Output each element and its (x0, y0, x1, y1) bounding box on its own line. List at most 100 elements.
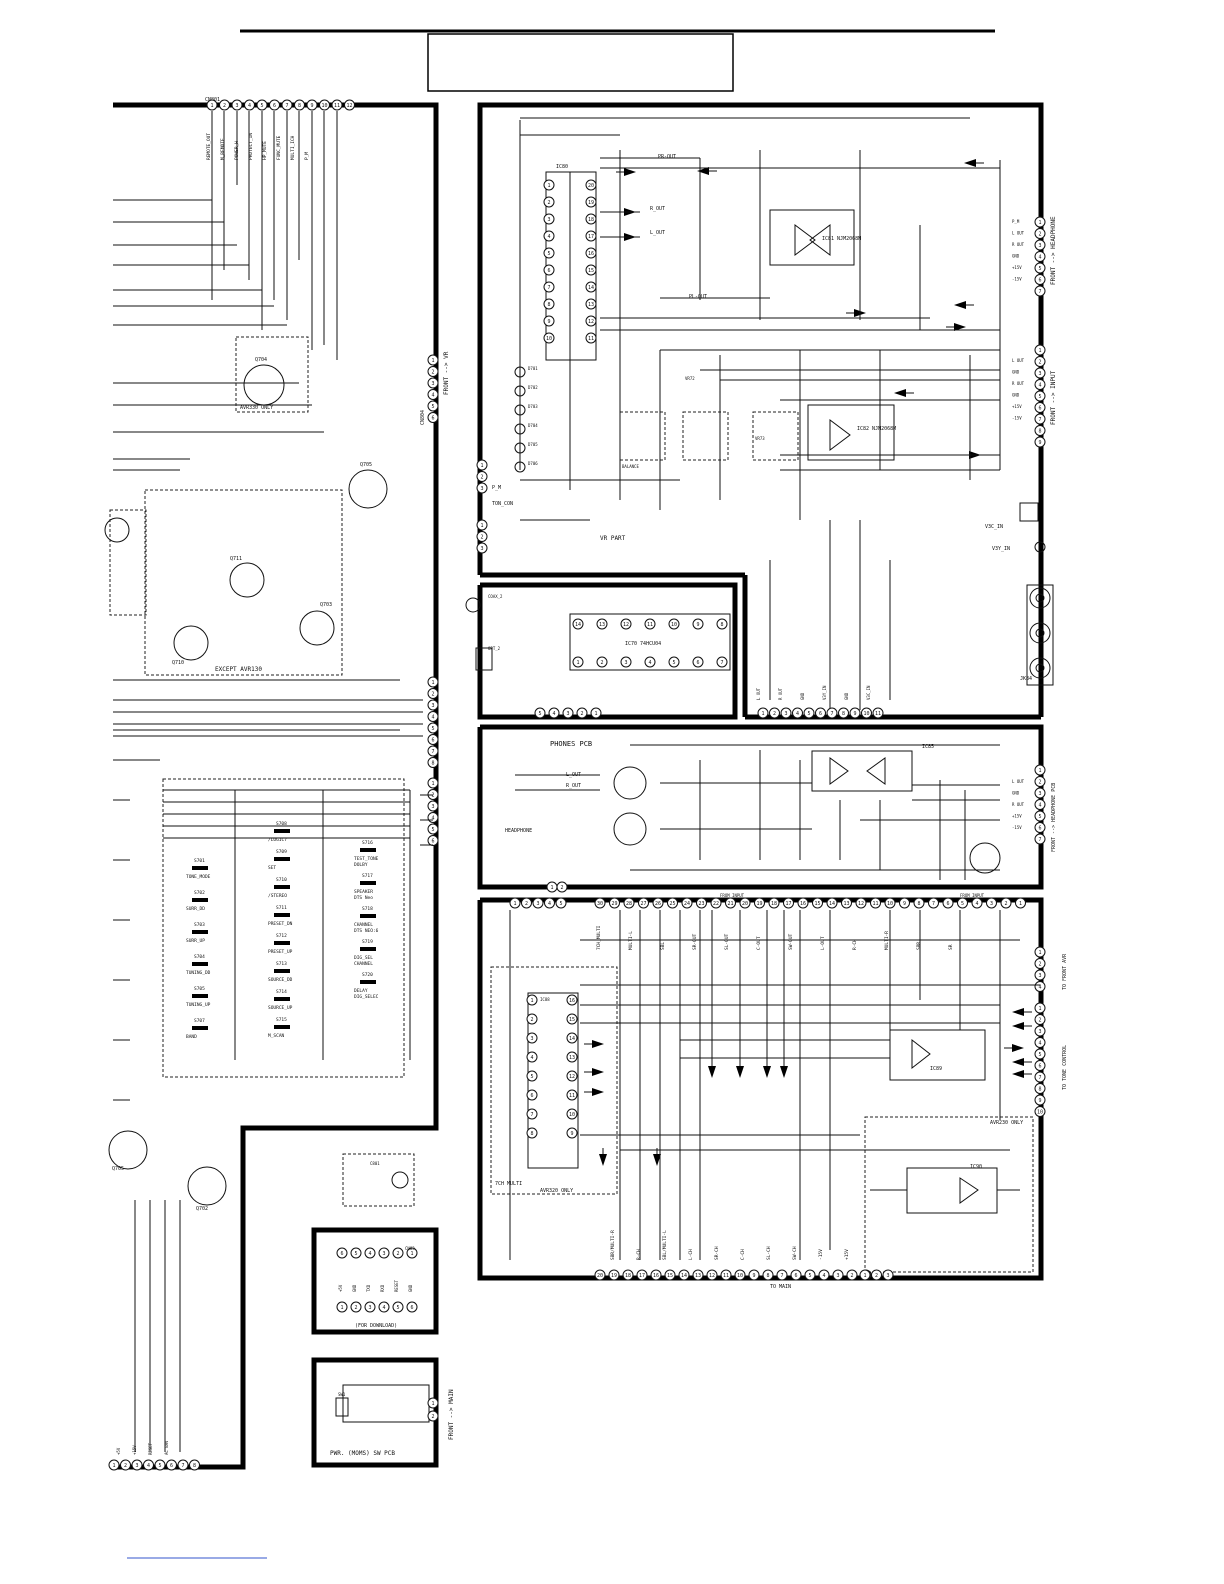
pin-number: 1 (1038, 950, 1041, 956)
pin-number: 19 (588, 200, 594, 206)
input-conn-pin (1034, 367, 1046, 379)
ic89-triangle (911, 1038, 931, 1070)
pin-number: 9 (570, 1131, 573, 1137)
ic80-pin (543, 264, 555, 276)
video-conn-pin (769, 707, 780, 719)
pin-number: 3 (135, 1463, 138, 1469)
front-avr-pin (1034, 981, 1046, 992)
signal-r-out: R_OUT (650, 206, 665, 212)
download-pin-label: +5V (338, 1284, 343, 1292)
side-connector-cn: CN804 (420, 410, 426, 425)
rca-jack-1-inner (1035, 593, 1045, 603)
arrow-head (1012, 1008, 1024, 1016)
pin-number: 7 (720, 660, 723, 666)
pin-number: 4 (248, 103, 251, 109)
cn82-pin (476, 531, 488, 542)
pin-number: 11 (588, 336, 594, 342)
ic80-pin (585, 213, 597, 225)
pin-number: 26 (655, 901, 661, 907)
pin-number: 10 (569, 1112, 575, 1118)
pin-number: 5 (1038, 266, 1041, 272)
download-pin (336, 1301, 348, 1313)
ic88-pin (566, 1089, 578, 1101)
pin-number: 1 (1019, 901, 1022, 907)
phones-conn-pin (1034, 799, 1046, 810)
pin-number: 9 (752, 1273, 755, 1279)
to-main-pin (818, 1269, 830, 1281)
download-pin-label: TXD (366, 1284, 371, 1292)
to-main-pin (664, 1269, 676, 1281)
switch-label: PRESET_DN (268, 921, 293, 927)
pin-number: 4 (368, 1251, 371, 1257)
to-main-pin (622, 1269, 634, 1281)
cn806-pin (427, 777, 439, 789)
pin-number: 1 (210, 103, 213, 109)
cn801-signal: M_REMOTE (220, 138, 226, 160)
switch-id: S708 (276, 821, 287, 827)
pin-number: 6 (547, 268, 550, 274)
pin-number: 6 (946, 901, 949, 907)
ic80-pin (585, 281, 597, 293)
bottom-out-signal: -15V (818, 1249, 824, 1260)
pin-number: 1 (530, 998, 533, 1004)
switch-id: S715 (276, 1017, 287, 1023)
pin-number: 8 (1038, 429, 1041, 435)
pin-number: 10 (671, 622, 677, 628)
input-conn-pin (1034, 402, 1046, 413)
pin-number: 6 (431, 839, 434, 845)
arrow-head (780, 1066, 788, 1078)
pin-number: 3 (566, 711, 569, 717)
pin-number: 1 (1038, 1006, 1041, 1012)
bottom-out-signal: SL-CH (766, 1246, 772, 1260)
pin-number: 12 (588, 319, 594, 325)
pin-number: 11 (647, 622, 653, 628)
pin-number: 2 (773, 711, 776, 717)
pin-number: 4 (1038, 985, 1041, 991)
cn801-signal: REMOTE_OUT (206, 133, 212, 160)
pin-number: 2 (431, 370, 434, 376)
headphone-conn-pin (1034, 251, 1046, 262)
arrow-head (1012, 1070, 1024, 1078)
cn81-pin (476, 482, 488, 494)
switch-s708 (274, 829, 290, 833)
pin-number: 7 (1038, 417, 1041, 423)
pin-number: 3 (431, 703, 434, 709)
cn81-pin (476, 471, 488, 482)
pin-number: 15 (569, 1017, 575, 1023)
cn83-pin (623, 897, 635, 909)
switch-id: S719 (362, 939, 373, 945)
q710-label: Q710 (172, 660, 184, 666)
pin-number: 5 (559, 901, 562, 907)
coax-conn-pin (590, 707, 602, 719)
ic88-pin (526, 994, 538, 1006)
cn801-pin (306, 99, 318, 111)
rca-jack-2-inner (1035, 628, 1045, 638)
switch-label: PRESET_UP (268, 949, 293, 955)
pin-number: 3 (368, 1305, 371, 1311)
rca-jack-3 (1029, 657, 1051, 679)
cn83-pin (913, 897, 925, 909)
transistor-q711 (229, 562, 265, 598)
pin-number: 3 (990, 901, 993, 907)
pin-number: 3 (1038, 973, 1041, 979)
switch-id: S710 (276, 877, 287, 883)
tone-control-pin (1034, 1048, 1046, 1060)
ic70-pin (716, 618, 728, 630)
pin-number: 4 (1038, 1041, 1041, 1047)
cn805-pin (427, 734, 439, 745)
ic88-pin (526, 1013, 538, 1025)
ic80-pin (585, 196, 597, 208)
switch-id: S713 (276, 961, 287, 967)
cn801-pin (244, 99, 255, 111)
pin-number: 20 (742, 901, 748, 907)
phones-connector-label: FRONT --> HEADPHONE PCB (1051, 783, 1057, 852)
zone-avr330-only (235, 336, 309, 413)
bottom-signal: SR-OUT (692, 933, 698, 950)
pin-number: 8 (842, 711, 845, 717)
opt-label: OPT_2 (488, 646, 501, 651)
phones-title: PHONES PCB (550, 740, 592, 748)
ic85-triangle-a (829, 757, 849, 785)
switch-s711 (274, 913, 290, 917)
cn801-pin (294, 99, 305, 111)
